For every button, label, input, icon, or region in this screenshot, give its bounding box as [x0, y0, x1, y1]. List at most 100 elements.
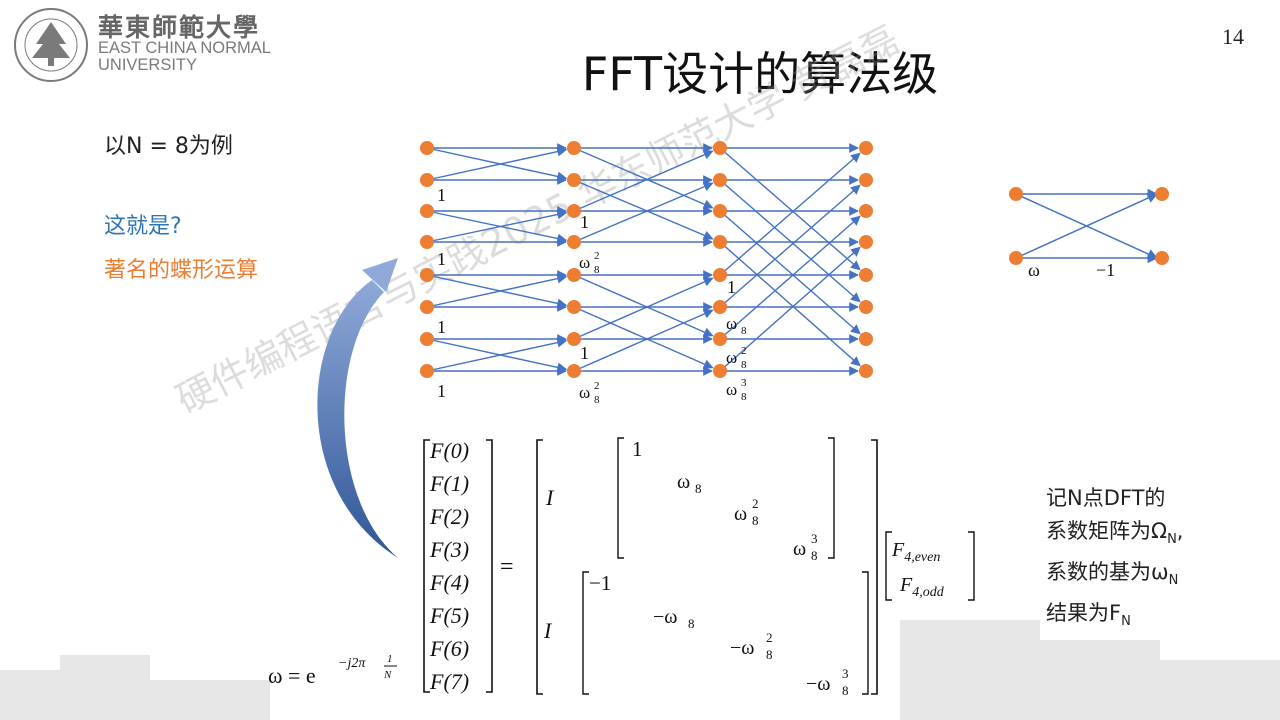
graph-edge [573, 147, 714, 209]
graph-node [420, 364, 434, 378]
graph-edge [573, 277, 714, 340]
graph-node [567, 268, 581, 282]
svg-text:8: 8 [695, 481, 702, 496]
graph-node [567, 235, 581, 249]
lhs-vector: F(0) F(1) F(2) F(3) F(4) F(5) F(6) F(7) [423, 438, 493, 694]
svg-text:2: 2 [594, 250, 600, 262]
university-name-en-line1: EAST CHINA NORMAL [98, 39, 271, 57]
note-line-4: 结果为FN [1046, 601, 1131, 630]
graph-node [420, 173, 434, 187]
lhs-entry: F(4) [429, 570, 469, 595]
svg-text:8: 8 [766, 647, 773, 662]
svg-text:2: 2 [594, 380, 600, 392]
weight-label: 1 [437, 317, 446, 337]
graph-node [713, 141, 727, 155]
butterfly-label-w: ω [1028, 260, 1040, 280]
omega-definition: ω = e −j2π 1 N [268, 653, 397, 688]
graph-edge [426, 147, 568, 182]
svg-text:3: 3 [741, 377, 747, 389]
graph-edge [426, 209, 568, 243]
svg-text:ω = e: ω = e [268, 663, 316, 688]
university-name-en-line2: UNIVERSITY [98, 56, 198, 74]
top-diagonal-matrix: 1 ω 8 ω 8 2 ω 8 3 [617, 437, 835, 563]
graph-node [420, 332, 434, 346]
graph-node [567, 300, 581, 314]
lhs-entry: F(7) [429, 669, 469, 694]
svg-text:N: N [383, 669, 392, 681]
rhs-odd: F4,odd [899, 574, 945, 600]
graph-edge [426, 337, 568, 372]
graph-nodes [420, 141, 873, 378]
lhs-entry: F(2) [429, 504, 469, 529]
graph-node [859, 364, 873, 378]
graph-node [859, 268, 873, 282]
lhs-entry: F(1) [429, 471, 469, 496]
graph-node [859, 235, 873, 249]
graph-edge [573, 306, 714, 369]
graph-node [567, 332, 581, 346]
svg-text:8: 8 [741, 359, 747, 371]
graph-edge [719, 246, 861, 372]
svg-text:8: 8 [842, 683, 849, 698]
identity-top: I [545, 485, 555, 510]
rhs-even: F4,even [891, 539, 940, 565]
graph-node [567, 364, 581, 378]
graph-edge [719, 241, 861, 367]
graph-edge [426, 210, 568, 244]
graph-edge [426, 273, 568, 308]
svg-text:−ω: −ω [653, 606, 677, 628]
svg-text:−ω: −ω [730, 637, 754, 659]
graph-node [859, 204, 873, 218]
weight-label-w8-2: ω 8 2 [579, 380, 600, 406]
svg-text:8: 8 [741, 391, 747, 403]
weight-label-w8: ω 8 [726, 314, 747, 337]
svg-text:2: 2 [766, 630, 773, 645]
graph-node [567, 141, 581, 155]
butterfly-node [1009, 187, 1023, 201]
graph-node [859, 300, 873, 314]
svg-text:3: 3 [811, 531, 818, 546]
bottom-diagonal-matrix: −1 −ω 8 −ω 8 2 −ω 8 3 [582, 571, 869, 698]
svg-text:8: 8 [594, 394, 600, 406]
graph-edge [719, 184, 861, 308]
graph-node [713, 173, 727, 187]
graph-node [420, 141, 434, 155]
question-text: 这就是? [104, 214, 182, 239]
graph-edge [719, 147, 861, 271]
graph-node [859, 332, 873, 346]
weight-label: 1 [580, 343, 589, 363]
weight-label: 1 [437, 249, 446, 269]
university-name-en: EAST CHINA NORMAL UNIVERSITY [98, 40, 271, 74]
svg-text:−j2π: −j2π [338, 656, 366, 671]
svg-text:3: 3 [842, 666, 849, 681]
fft-butterfly-graph: 1 1 1 1 1 ω 8 2 1 ω 8 2 1 ω 8 ω 8 2 ω 8 [420, 141, 1169, 406]
matrix-formula: ω = e −j2π 1 N F(0) F(1) F(2) F(3) F(4) … [268, 437, 975, 698]
weight-label: 1 [437, 185, 446, 205]
weight-label: 1 [580, 212, 589, 232]
svg-text:1: 1 [632, 437, 643, 461]
butterfly-node [1155, 187, 1169, 201]
identity-bottom: I [543, 618, 553, 643]
svg-text:ω: ω [579, 383, 590, 402]
definition-notes: 记N点DFT的 系数矩阵为ΩN, 系数的基为ωN 结果为FN [1046, 482, 1183, 639]
equals-sign: = [500, 554, 514, 580]
university-name-cn: 華東師範大學 [98, 13, 261, 42]
graph-edge [719, 210, 861, 335]
graph-node [713, 332, 727, 346]
graph-edge [426, 146, 568, 181]
graph-edge [719, 152, 861, 276]
answer-text: 著名的蝶形运算 [104, 258, 259, 283]
graph-edge [719, 179, 861, 303]
svg-text:ω: ω [734, 503, 747, 525]
graph-node [859, 173, 873, 187]
single-butterfly: ω −1 [1009, 187, 1169, 280]
lhs-entry: F(6) [429, 636, 469, 661]
example-text: 以N = 8为例 [104, 134, 233, 159]
graph-edge [426, 274, 568, 309]
graph-node [713, 300, 727, 314]
note-line-2: 系数矩阵为ΩN, [1046, 519, 1184, 548]
weight-label-w8-2: ω 8 2 [579, 250, 600, 276]
rhs-vector: F4,even F4,odd [885, 531, 975, 601]
note-line-1: 记N点DFT的 [1046, 486, 1166, 510]
graph-node [713, 364, 727, 378]
